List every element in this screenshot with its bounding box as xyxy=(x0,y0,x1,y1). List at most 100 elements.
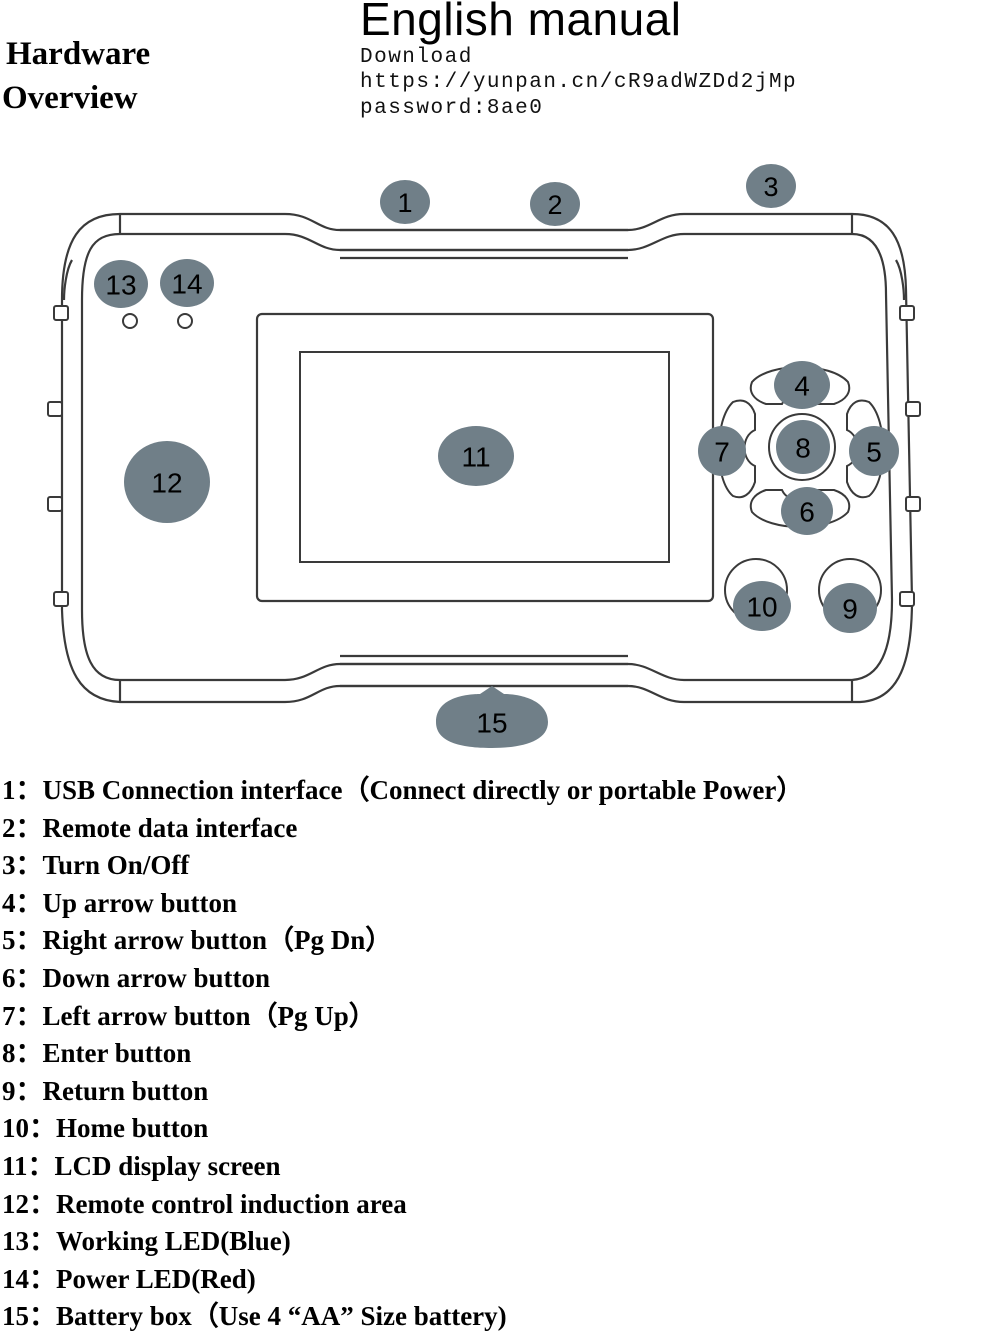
callout-label: 4 xyxy=(794,371,810,402)
legend-item: 1：USB Connection interface（Connect direc… xyxy=(2,772,803,810)
callout-label: 8 xyxy=(795,433,811,464)
legend-item-text: Enter button xyxy=(42,1038,192,1069)
callout-label: 15 xyxy=(476,708,507,739)
legend-item: 8：Enter button xyxy=(2,1035,803,1073)
callout-marker xyxy=(380,180,430,224)
legend-item: 13：Working LED(Blue) xyxy=(2,1223,803,1261)
legend-item-text: Power LED(Red) xyxy=(56,1263,256,1294)
callout-label: 12 xyxy=(151,468,182,499)
callout-marker xyxy=(94,260,148,308)
legend-item-number: 2： xyxy=(2,812,43,843)
callout-label: 14 xyxy=(171,269,202,300)
callout-label: 9 xyxy=(842,594,858,625)
legend-item-text: Up arrow button xyxy=(42,887,238,918)
legend-item-text: LCD display screen xyxy=(54,1150,281,1181)
legend-item-number: 15： xyxy=(2,1301,56,1332)
callout-1: 1 xyxy=(380,180,430,224)
callout-marker xyxy=(124,441,210,523)
callout-5: 5 xyxy=(849,426,899,476)
legend-item-number: 1： xyxy=(2,775,43,805)
legend-item-number: 9： xyxy=(2,1075,43,1106)
legend-item-number: 7： xyxy=(2,1000,43,1031)
legend-item: 4：Up arrow button xyxy=(2,885,803,923)
callout-label: 13 xyxy=(105,270,136,301)
callout-label: 1 xyxy=(397,188,412,218)
legend-item-text: Turn On/Off xyxy=(42,850,190,881)
callout-7: 7 xyxy=(698,426,746,476)
callout-label: 5 xyxy=(866,437,882,468)
callout-marker xyxy=(438,426,514,486)
legend-item: 12：Remote control induction area xyxy=(2,1186,803,1224)
callout-3: 3 xyxy=(746,164,796,208)
legend-item: 11：LCD display screen xyxy=(2,1148,803,1186)
callout-14: 14 xyxy=(160,259,214,307)
callout-marker xyxy=(733,581,791,631)
legend-item: 3：Turn On/Off xyxy=(2,847,803,885)
legend-item-number: 5： xyxy=(2,925,43,956)
callout-marker xyxy=(823,583,877,633)
callout-9: 9 xyxy=(823,583,877,633)
callout-6: 6 xyxy=(781,487,833,535)
legend-item-text: Remote data interface xyxy=(42,812,298,843)
callout-13: 13 xyxy=(94,260,148,308)
legend-item: 7：Left arrow button（Pg Up） xyxy=(2,998,803,1036)
callout-8: 8 xyxy=(776,420,830,474)
download-url[interactable]: https://yunpan.cn/cR9adWZDd2jMp xyxy=(360,71,798,94)
legend-item: 6：Down arrow button xyxy=(2,960,803,998)
legend-list: 1：USB Connection interface（Connect direc… xyxy=(2,772,803,1336)
callout-2: 2 xyxy=(530,182,580,226)
callout-marker xyxy=(776,420,830,474)
lcd-screen xyxy=(299,351,670,563)
legend-item: 9：Return button xyxy=(2,1073,803,1111)
hardware-label: Hardware xyxy=(6,36,151,72)
callout-15: 15 xyxy=(436,686,548,748)
legend-item-text: Remote control induction area xyxy=(56,1188,407,1219)
legend-item-number: 3： xyxy=(2,850,43,881)
legend-item-number: 14： xyxy=(2,1263,56,1294)
callout-10: 10 xyxy=(733,581,791,631)
overview-label: Overview xyxy=(2,80,138,116)
legend-item: 2：Remote data interface xyxy=(2,810,803,848)
legend-item-text: Right arrow button（Pg Dn） xyxy=(42,925,393,956)
page-title: English manual xyxy=(360,0,682,45)
legend-item-text: USB Connection interface（Connect directl… xyxy=(42,775,804,805)
callout-label: 3 xyxy=(763,172,778,202)
callout-11: 11 xyxy=(438,426,514,486)
side-clips xyxy=(47,305,921,607)
legend-item-text: Return button xyxy=(42,1075,209,1106)
legend-item-number: 8： xyxy=(2,1038,43,1069)
working-led xyxy=(122,313,138,329)
password-text: password:8ae0 xyxy=(360,97,544,120)
callout-label: 11 xyxy=(461,442,490,473)
legend-item: 5：Right arrow button（Pg Dn） xyxy=(2,922,803,960)
legend-item-text: Down arrow button xyxy=(42,962,271,993)
callout-marker xyxy=(746,164,796,208)
legend-item-number: 4： xyxy=(2,887,43,918)
callout-label: 6 xyxy=(799,497,815,528)
legend-item-text: Working LED(Blue) xyxy=(56,1226,291,1257)
legend-item-number: 10： xyxy=(2,1113,56,1144)
download-label: Download xyxy=(360,46,473,69)
callout-label: 10 xyxy=(746,592,777,623)
legend-item-number: 11： xyxy=(2,1150,55,1181)
callout-marker xyxy=(160,259,214,307)
callout-marker xyxy=(781,487,833,535)
legend-item-number: 13： xyxy=(2,1226,56,1257)
legend-item-text: Home button xyxy=(56,1113,209,1144)
callout-marker xyxy=(530,182,580,226)
legend-item-number: 12： xyxy=(2,1188,56,1219)
device-body-outline xyxy=(60,212,914,704)
callout-marker xyxy=(698,426,746,476)
legend-item: 15：Battery box（Use 4 “AA” Size battery) xyxy=(2,1298,803,1336)
callout-label: 7 xyxy=(714,437,730,468)
callout-marker xyxy=(849,426,899,476)
legend-item: 10：Home button xyxy=(2,1110,803,1148)
callout-marker xyxy=(436,686,548,748)
callout-label: 2 xyxy=(547,190,562,220)
power-led xyxy=(177,313,193,329)
callout-marker xyxy=(774,361,830,409)
callout-4: 4 xyxy=(774,361,830,409)
legend-item-number: 6： xyxy=(2,962,43,993)
